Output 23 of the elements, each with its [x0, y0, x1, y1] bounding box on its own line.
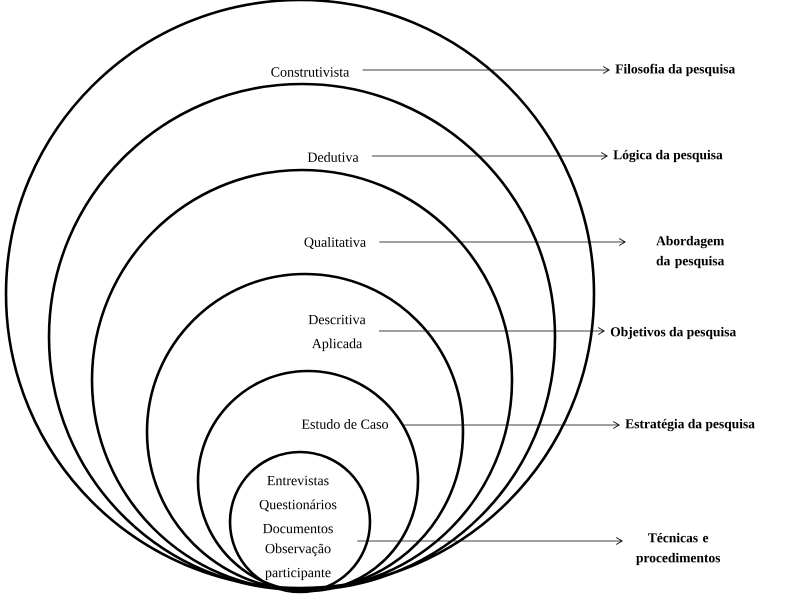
circle	[90, 168, 514, 592]
heading-label: Objetivos da pesquisa	[610, 326, 736, 340]
circle-label: Descritiva Aplicada	[308, 314, 366, 352]
circle-label: Estudo de Caso	[302, 419, 388, 429]
circle-label: Qualitativa	[304, 237, 366, 249]
arrow	[378, 327, 605, 335]
circle	[146, 272, 464, 592]
circle-label: Entrevistas Questionários Documentos Observação participante	[260, 476, 336, 580]
arrow	[401, 421, 620, 429]
arrow	[356, 537, 623, 545]
heading-label: Técnicas e procedimentos	[636, 532, 720, 566]
circle	[48, 82, 556, 592]
circle-label: Construtivista	[271, 67, 350, 77]
heading-label: Abordagem da pesquisa	[656, 236, 724, 268]
arrow	[362, 66, 610, 74]
circle	[196, 370, 420, 592]
heading-label: Filosofia da pesquisa	[615, 64, 736, 76]
circle-label: Dedutiva	[308, 152, 358, 162]
arrow	[378, 238, 626, 246]
heading-label: Estratégia da pesquisa	[625, 418, 755, 432]
heading-label: Lógica da pesquisa	[613, 150, 723, 162]
circle	[228, 450, 372, 594]
arrow	[371, 152, 608, 160]
